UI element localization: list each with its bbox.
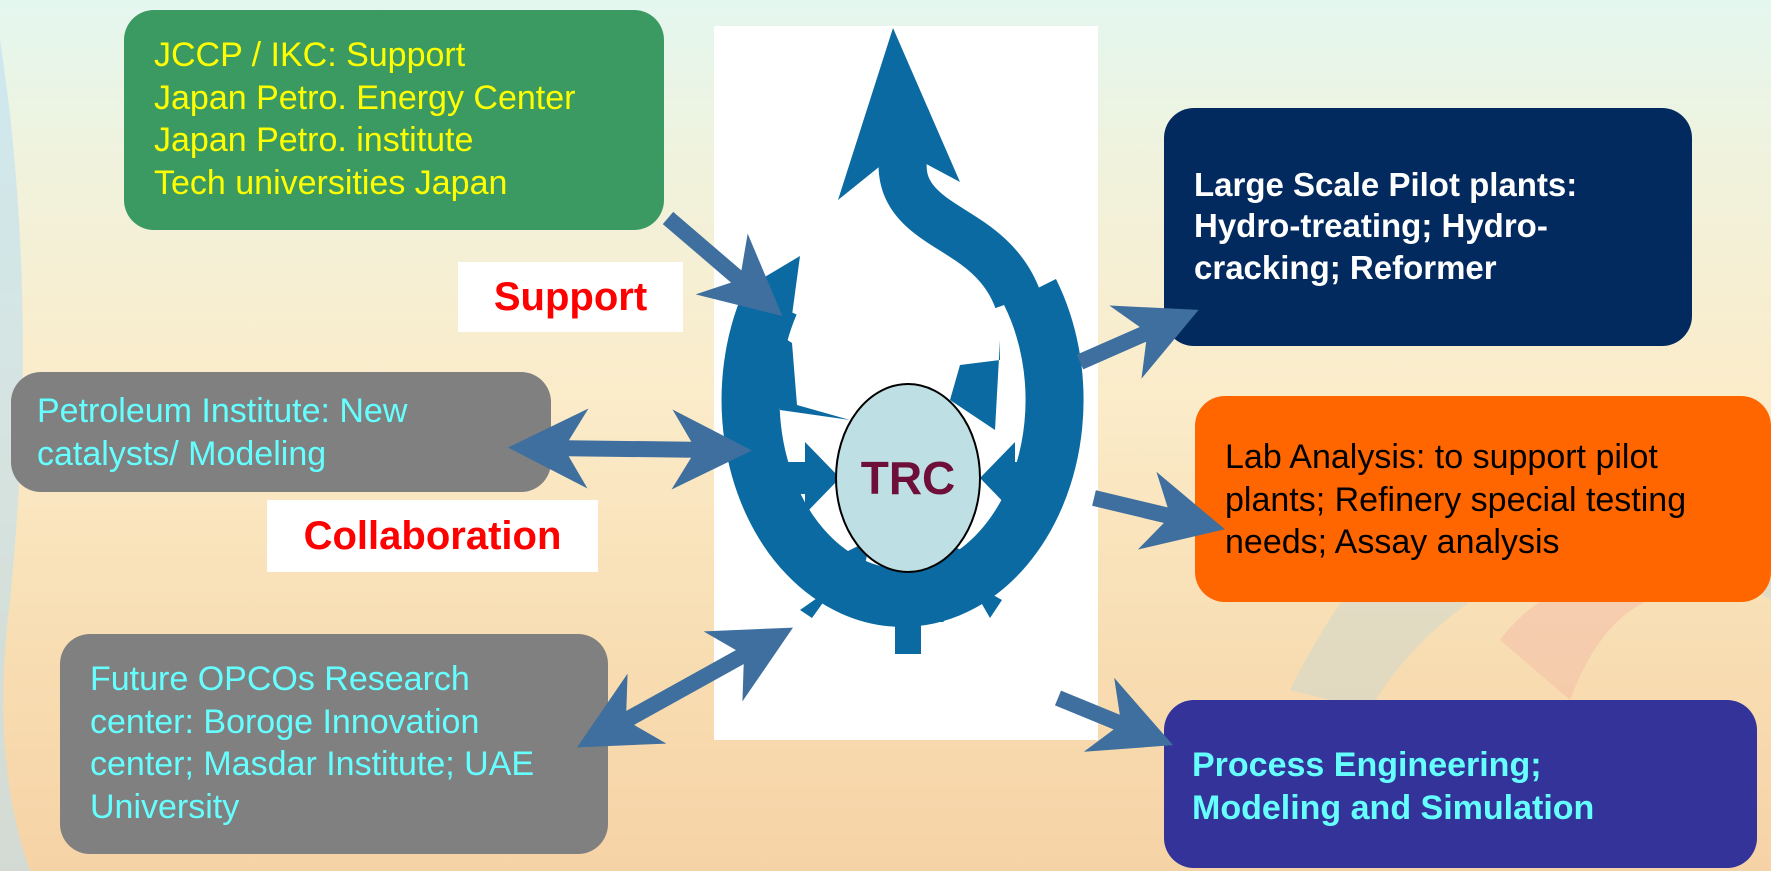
trc-center-label: TRC xyxy=(860,452,956,504)
inward-arrow-bottom-left xyxy=(800,540,870,618)
support-tag: Support xyxy=(458,262,683,332)
support-line-3: Japan Petro. institute xyxy=(154,121,474,159)
inward-arrow-bottom-right xyxy=(940,540,1002,618)
future-line-4: University xyxy=(90,787,240,826)
lab-line-1: Lab Analysis: to support pilot xyxy=(1225,438,1658,476)
cycle-tail xyxy=(878,110,1041,310)
future-line-2: center: Boroge Innovation xyxy=(90,702,480,741)
arrow-petroleum-double xyxy=(508,408,752,490)
future-line-3: center; Masdar Institute; UAE xyxy=(90,745,535,783)
support-line-2: Japan Petro. Energy Center xyxy=(154,78,576,117)
inward-arrow-bottom xyxy=(872,577,944,654)
lab-line-3: needs; Assay analysis xyxy=(1225,523,1560,561)
inward-arrow-left xyxy=(770,442,840,514)
process-line-1: Process Engineering; xyxy=(1192,746,1542,784)
inward-arrow-top-left xyxy=(770,330,850,420)
arrow-process-out xyxy=(1054,677,1174,752)
pilot-plants-box: Large Scale Pilot plants: Hydro-treating… xyxy=(1164,108,1692,346)
future-line-1: Future OPCOs Research xyxy=(90,660,470,698)
future-opcos-box: Future OPCOs Research center: Boroge Inn… xyxy=(60,634,608,854)
arrow-future-double xyxy=(577,627,793,748)
japan-support-box: JCCP / IKC: Support Japan Petro. Energy … xyxy=(124,10,664,230)
inward-arrows xyxy=(770,330,1050,654)
arrow-support-in xyxy=(662,211,783,317)
support-line-1: JCCP / IKC: Support xyxy=(154,36,466,74)
arrow-lab-out xyxy=(1092,471,1225,550)
support-line-4: Tech universities Japan xyxy=(154,163,508,202)
collaboration-tag: Collaboration xyxy=(267,500,598,572)
trc-center-ellipse xyxy=(835,383,981,573)
petroleum-line-1: Petroleum Institute: New xyxy=(37,392,408,430)
lab-analysis-box: Lab Analysis: to support pilot plants; R… xyxy=(1195,396,1771,602)
process-engineering-box: Process Engineering; Modeling and Simula… xyxy=(1164,700,1757,868)
cycle-top-arrowhead xyxy=(838,28,960,200)
pilot-line-3: cracking; Reformer xyxy=(1194,248,1497,286)
inward-arrow-top-right xyxy=(950,340,1000,430)
pilot-line-1: Large Scale Pilot plants: xyxy=(1194,166,1578,203)
arrow-pilot-out xyxy=(1076,305,1199,379)
petroleum-institute-box: Petroleum Institute: New catalysts/ Mode… xyxy=(11,372,551,492)
process-line-2: Modeling and Simulation xyxy=(1192,788,1595,827)
inward-arrow-right xyxy=(980,442,1050,514)
petroleum-line-2: catalysts/ Modeling xyxy=(37,434,327,473)
pilot-line-2: Hydro-treating; Hydro- xyxy=(1194,207,1548,245)
lab-line-2: plants; Refinery special testing xyxy=(1225,480,1687,519)
